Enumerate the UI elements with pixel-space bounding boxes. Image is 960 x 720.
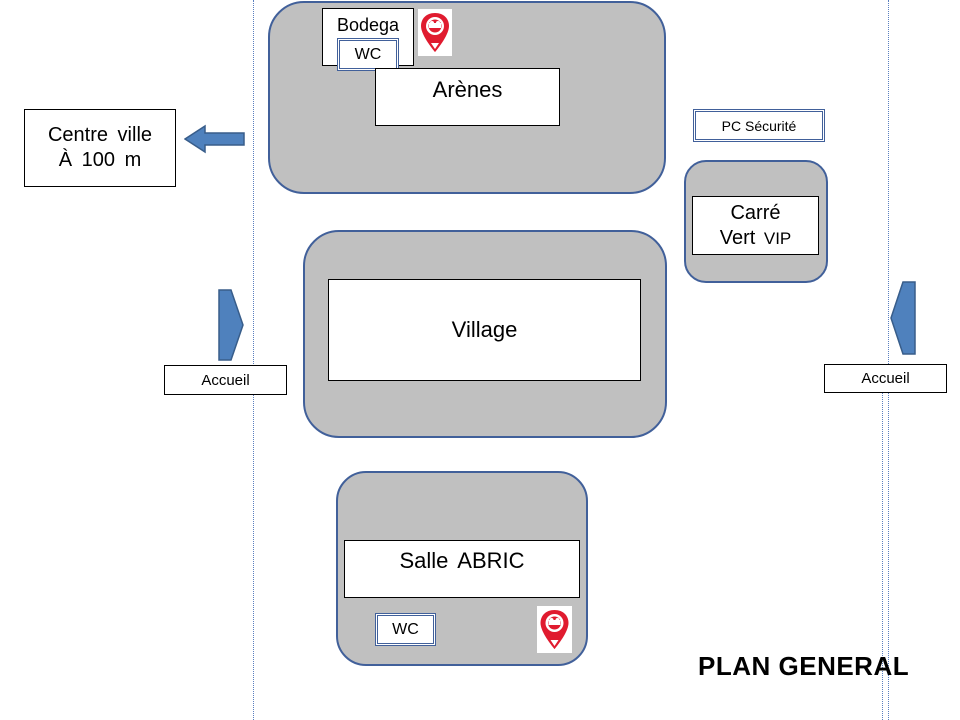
salle-abric-box: Salle ABRIC bbox=[344, 540, 580, 598]
first-aid-pin-top bbox=[418, 9, 452, 56]
village-box: Village bbox=[328, 279, 641, 381]
first-aid-pin-bottom bbox=[537, 606, 572, 653]
carre-vert-line2-vert: Vert bbox=[719, 226, 756, 249]
carre-vert-line1: Carré bbox=[730, 201, 781, 224]
boundary-line-right-lower bbox=[882, 385, 883, 720]
wc-top-label: WC bbox=[354, 45, 382, 63]
accueil-right-box: Accueil bbox=[824, 364, 947, 393]
centre-ville-line2: À 100 m bbox=[58, 149, 142, 171]
carre-vert-line2-vip: VIP bbox=[763, 228, 792, 248]
entry-arrow-left-icon bbox=[890, 281, 916, 355]
first-aid-pin-icon bbox=[540, 610, 569, 649]
boundary-line-right bbox=[888, 0, 889, 720]
accueil-right-label: Accueil bbox=[861, 370, 910, 387]
carre-vert-line2: Vert VIP bbox=[720, 226, 792, 251]
pc-securite-box: PC Sécurité bbox=[693, 109, 825, 142]
arenes-box: Arènes bbox=[375, 68, 560, 126]
arrow-left-icon bbox=[184, 124, 245, 154]
centre-ville-line1: Centre ville bbox=[47, 124, 153, 146]
first-aid-pin-icon bbox=[421, 13, 449, 52]
wc-bottom-label: WC bbox=[392, 620, 419, 638]
wc-top-box: WC bbox=[337, 38, 399, 71]
pc-securite-label: PC Sécurité bbox=[721, 117, 797, 134]
salle-abric-label: Salle ABRIC bbox=[399, 548, 525, 573]
boundary-line-left bbox=[253, 0, 254, 720]
wc-bottom-box: WC bbox=[375, 613, 436, 646]
arenes-label: Arènes bbox=[432, 77, 503, 102]
carre-vert-box: Carré Vert VIP bbox=[692, 196, 819, 255]
village-label: Village bbox=[451, 317, 518, 342]
bodega-label: Bodega bbox=[336, 15, 400, 35]
accueil-left-label: Accueil bbox=[201, 371, 250, 389]
accueil-left-box: Accueil bbox=[164, 365, 287, 395]
centre-ville-box: Centre ville À 100 m bbox=[24, 109, 176, 187]
entry-arrow-right-icon bbox=[218, 289, 244, 361]
plan-title: PLAN GENERAL bbox=[698, 651, 910, 681]
